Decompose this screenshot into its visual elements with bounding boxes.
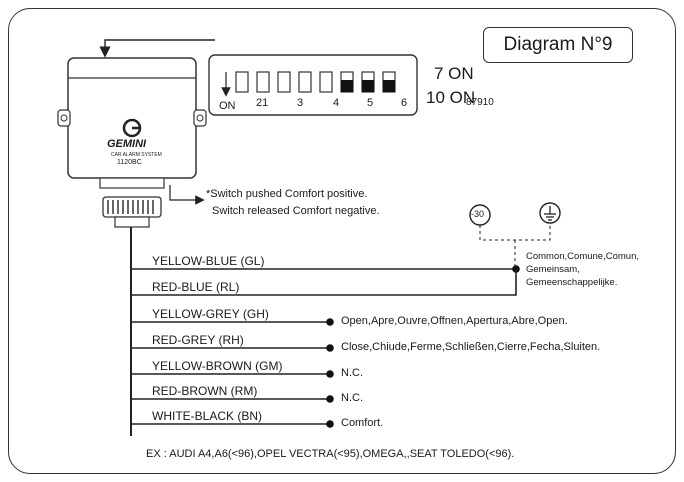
wire-label-4: RED-GREY (RH) — [152, 333, 244, 347]
gemini-logo-icon — [122, 118, 142, 138]
dip-on-label: ON — [219, 100, 236, 112]
brand-name: GEMINI — [107, 138, 147, 150]
common-line-3: Gemeenschappelijke. — [526, 277, 618, 288]
wire-destination-7: Comfort. — [341, 417, 384, 429]
wire-terminal-dot-7 — [326, 420, 334, 428]
ground-icon — [539, 202, 561, 224]
model-code: 1120BC — [117, 159, 142, 166]
dip-switch-1 — [235, 71, 249, 93]
dip-switch-4 — [298, 71, 312, 93]
wire-label-3: YELLOW-GREY (GH) — [152, 307, 269, 321]
diagram-title: Diagram N°9 — [483, 27, 633, 63]
wire-destination-5: N.C. — [341, 367, 363, 379]
alarm-unit — [57, 57, 207, 189]
dip-switch-3 — [277, 71, 291, 93]
note-arrow — [169, 185, 205, 205]
dip-number-5: 5 — [367, 97, 374, 109]
setting-7-on: 7 ON — [434, 64, 474, 83]
wire-label-2: RED-BLUE (RL) — [152, 280, 240, 294]
dip-number-4: 4 — [333, 97, 340, 109]
wire-terminal-dot-3 — [326, 318, 334, 326]
setting-10-on: 10 ON — [426, 88, 476, 107]
brand-subtitle: CAR ALARM SYSTEM — [111, 152, 162, 158]
dip-number-3: 3 — [297, 97, 304, 109]
dip-number-6: 6 — [401, 97, 408, 109]
part-code: 87910 — [466, 97, 494, 108]
wire-line-2 — [131, 269, 517, 296]
dip-switch-panel — [208, 54, 418, 116]
wire-group — [131, 265, 520, 428]
wire-terminal-dot-6 — [326, 395, 334, 403]
common-line-1: Common,Comune,Comun, — [526, 251, 639, 262]
wire-destination-4: Close,Chiude,Ferme,Schließen,Cierre,Fech… — [341, 341, 601, 353]
minus-30-label: -30 — [471, 209, 485, 219]
dip-switch-2 — [256, 71, 270, 93]
dip-switch-group — [235, 71, 396, 93]
wire-destination-3: Open,Apre,Ouvre,Offnen,Apertura,Abre,Ope… — [341, 315, 568, 327]
dip-arrow — [99, 39, 215, 58]
dip-switch-5 — [319, 71, 333, 93]
note-line-1: *Switch pushed Comfort positive. — [206, 188, 368, 200]
wire-destination-6: N.C. — [341, 392, 363, 404]
wire-label-1: YELLOW-BLUE (GL) — [152, 254, 265, 268]
common-line-2: Gemeinsam, — [526, 264, 580, 275]
wire-label-7: WHITE-BLACK (BN) — [152, 409, 263, 423]
wire-label-6: RED-BROWN (RM) — [152, 384, 258, 398]
wire-label-5: YELLOW-BROWN (GM) — [152, 359, 283, 373]
dip-number-21: 21 — [256, 97, 269, 109]
dip-switch-7-knob — [362, 80, 374, 92]
wire-terminal-dot-5 — [326, 370, 334, 378]
note-line-2: Switch released Comfort negative. — [212, 205, 380, 217]
dip-switch-8-knob — [383, 80, 395, 92]
terminal-dashed-link — [479, 223, 551, 268]
diagram-frame — [8, 8, 676, 474]
dip-switch-6-knob — [341, 80, 353, 92]
wire-terminal-dot-4 — [326, 344, 334, 352]
wire-connector — [102, 196, 162, 228]
example-vehicles: EX : AUDI A4,A6(<96),OPEL VECTRA(<95),OM… — [146, 448, 515, 460]
